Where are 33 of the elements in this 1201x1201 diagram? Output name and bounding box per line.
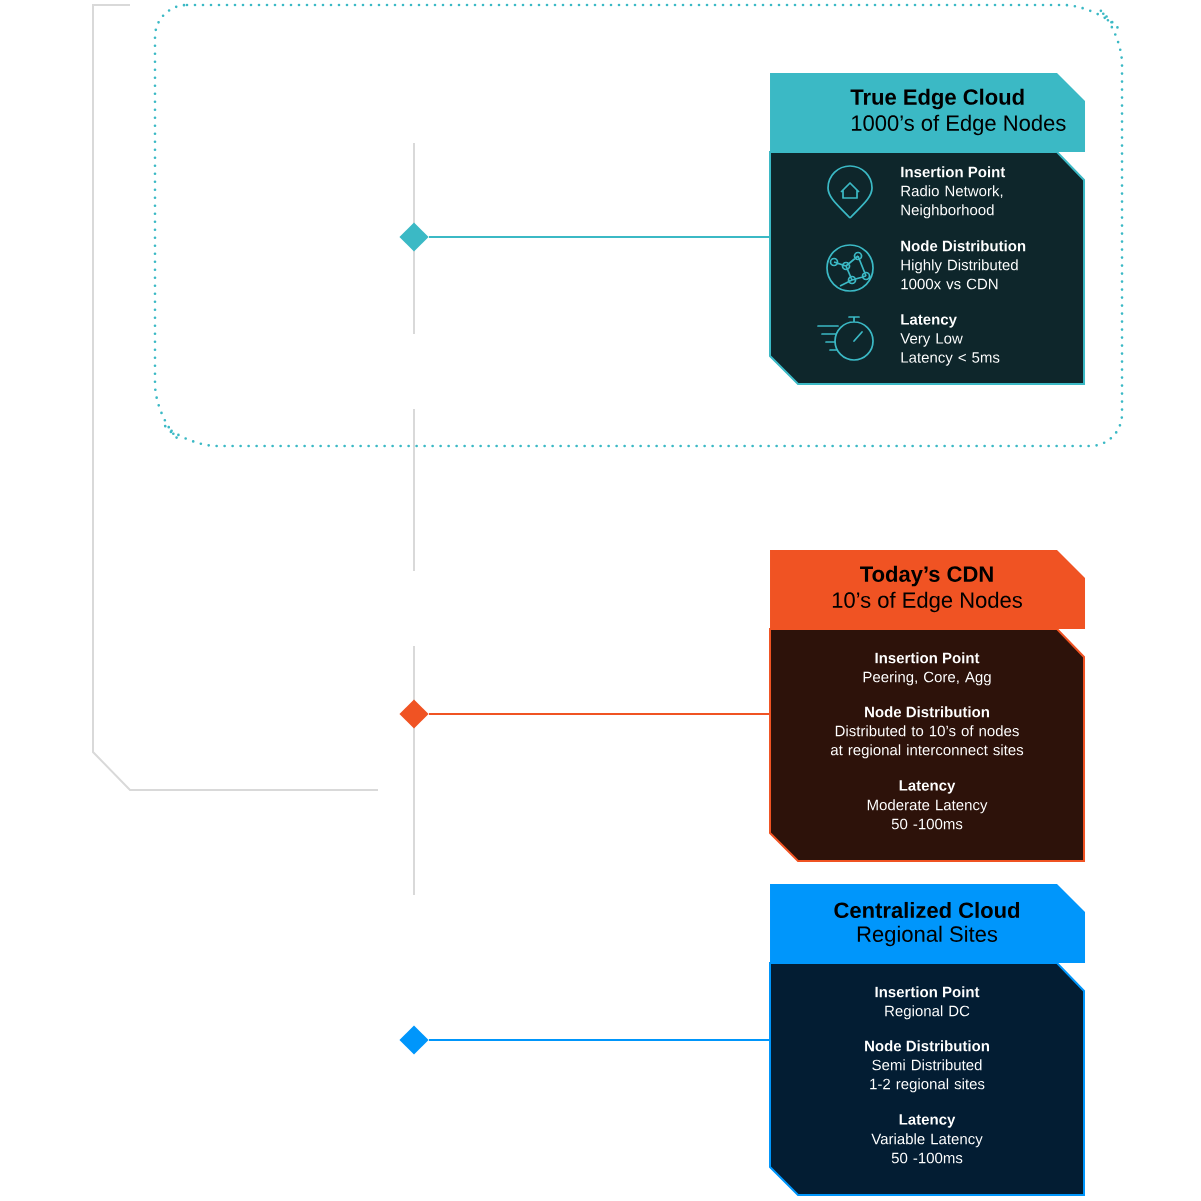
diamond-marker xyxy=(399,699,429,729)
item-text: Peering, Core, Agg xyxy=(863,671,991,686)
item-heading: Node Distribution xyxy=(865,1040,989,1052)
item-heading: Node Distribution xyxy=(865,706,989,718)
item-text: Moderate Latency 50 -100ms xyxy=(867,799,988,830)
card-subtitle: 1000’s of Edge Nodes xyxy=(851,114,1066,136)
card-subtitle: Regional Sites xyxy=(857,925,998,947)
item-text: Regional DC xyxy=(885,1005,970,1020)
item-heading: Node Distribution xyxy=(901,240,1026,252)
connector-line xyxy=(427,713,771,715)
item-heading: Insertion Point xyxy=(901,166,1006,178)
info-card xyxy=(769,884,1085,1196)
item-text: Highly Distributed 1000x vs CDN xyxy=(901,259,1018,290)
card-title: Today’s CDN xyxy=(860,565,993,587)
item-heading: Insertion Point xyxy=(875,652,980,664)
card-title: True Edge Cloud xyxy=(850,88,1024,110)
diamond-marker xyxy=(399,222,429,252)
item-heading: Latency xyxy=(901,314,957,328)
item-heading: Latency xyxy=(899,780,956,794)
item-text: Distributed to 10’s of nodes at regional interconnect sites xyxy=(830,725,1024,759)
item-text: Variable Latency 50 -100ms xyxy=(871,1133,983,1164)
info-card xyxy=(769,73,1085,385)
item-text: Very Low Latency < 5ms xyxy=(900,333,1000,366)
info-card xyxy=(769,550,1085,862)
connector-line xyxy=(427,1039,771,1041)
card-title: Centralized Cloud xyxy=(834,901,1020,919)
connector-line xyxy=(427,236,771,238)
item-text: Radio Network, Neighborhood xyxy=(901,185,1003,219)
item-heading: Insertion Point xyxy=(875,986,980,998)
item-heading: Latency xyxy=(899,1114,956,1128)
item-text: Semi Distributed 1-2 regional sites xyxy=(870,1059,985,1093)
diamond-marker xyxy=(399,1025,429,1055)
card-subtitle: 10’s of Edge Nodes xyxy=(832,591,1022,613)
